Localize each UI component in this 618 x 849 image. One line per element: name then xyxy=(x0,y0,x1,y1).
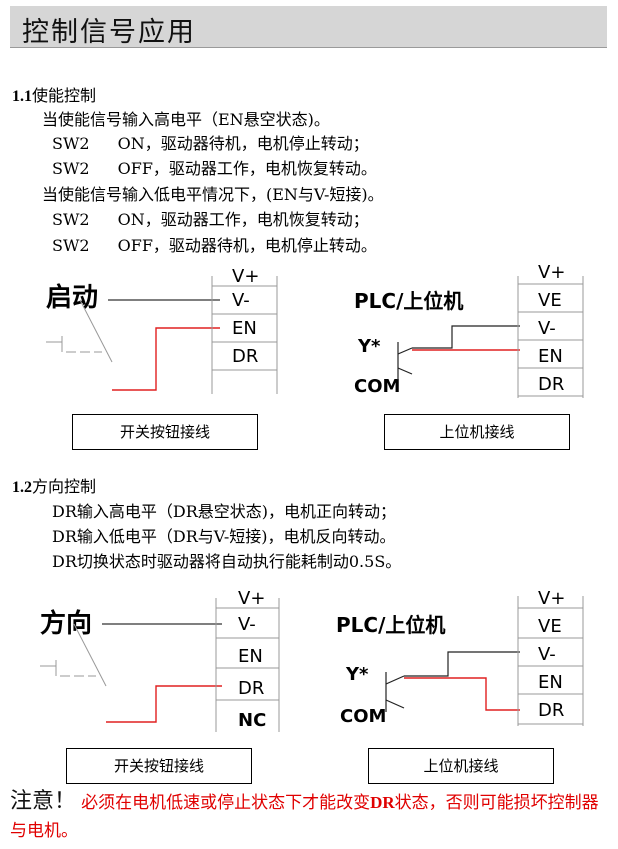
caption-plc-wiring: 上位机接线 xyxy=(384,414,570,450)
caption-switch-wiring: 开关按钮接线 xyxy=(66,748,252,784)
left-terminal-block: V+ V- EN DR xyxy=(211,266,278,394)
terminal-label: V- xyxy=(238,614,256,635)
terminal-label: V- xyxy=(232,290,250,311)
terminal-label: V- xyxy=(538,644,556,665)
y-label: Y* xyxy=(345,664,369,685)
com-label: COM xyxy=(340,706,386,727)
terminal-label: DR xyxy=(238,678,264,699)
direction-wiring-svg: 方向 V+ V- EN DR NC PLC/上位机 Y* COM xyxy=(40,588,584,732)
enable-wiring-diagram: 启动 V+ V- EN DR PLC/上位机 Y* COM xyxy=(0,262,618,402)
terminal-label: V+ xyxy=(538,262,565,283)
switch-symbol xyxy=(40,660,96,677)
section2-line: DR输入高电平（DR悬空状态)，电机正向转动； xyxy=(52,502,396,521)
warning-note: 注意！ 必须在电机低速或停止状态下才能改变DR状态，否则可能损坏控制器与电机。 xyxy=(10,788,610,845)
terminal-label: EN xyxy=(538,346,563,367)
section1-line: 当使能信号输入高电平（EN悬空状态)。 xyxy=(42,110,330,129)
title-bar: 控制信号应用 xyxy=(10,6,607,48)
wire-dr xyxy=(106,685,222,723)
switch-lever xyxy=(79,299,113,363)
caption-plc-wiring: 上位机接线 xyxy=(368,748,554,784)
section2-heading: 1.2方向控制 xyxy=(12,477,97,496)
section1-heading: 1.1使能控制 xyxy=(12,86,97,105)
note-text: 必须在电机低速或停止状态下才能改变DR状态，否则可能损坏控制器与电机。 xyxy=(10,793,599,841)
switch-label: 方向 xyxy=(40,608,92,639)
transistor-symbol xyxy=(385,672,405,712)
right-terminal-block: V+ VE V- EN DR xyxy=(517,262,584,398)
terminal-label: DR xyxy=(538,700,564,721)
switch-symbol xyxy=(46,336,102,353)
switch-lever xyxy=(73,623,107,687)
switch-label: 启动 xyxy=(46,282,98,313)
page-title: 控制信号应用 xyxy=(22,17,196,48)
terminal-label: VE xyxy=(538,290,562,311)
wire-vminus-plc xyxy=(404,651,520,677)
caption-switch-wiring: 开关按钮接线 xyxy=(72,414,258,450)
plc-label: PLC/上位机 xyxy=(336,613,445,637)
section1-line: 当使能信号输入低电平情况下，(EN与V-短接)。 xyxy=(42,185,384,204)
terminal-label: NC xyxy=(238,710,266,731)
note-head: 注意！ xyxy=(10,789,77,814)
y-label: Y* xyxy=(357,336,381,357)
section2-line: DR切换状态时驱动器将自动执行能耗制动0.5S。 xyxy=(52,552,402,571)
enable-wiring-svg: 启动 V+ V- EN DR PLC/上位机 Y* COM xyxy=(46,262,584,398)
transistor-symbol xyxy=(397,342,413,380)
terminal-label: V+ xyxy=(232,266,259,287)
terminal-label: DR xyxy=(538,374,564,395)
right-terminal-block: V+ VE V- EN DR xyxy=(517,588,584,726)
section2-line: DR输入低电平（DR与V-短接)，电机反向转动。 xyxy=(52,527,396,546)
com-label: COM xyxy=(354,376,400,397)
terminal-label: V- xyxy=(538,318,556,339)
terminal-label: VE xyxy=(538,616,562,637)
terminal-label: V+ xyxy=(238,588,265,609)
wire-en xyxy=(112,327,220,391)
terminal-label: V+ xyxy=(538,588,565,609)
wire-dr-plc xyxy=(404,677,520,711)
terminal-label: DR xyxy=(232,346,258,367)
plc-label: PLC/上位机 xyxy=(354,289,463,313)
wire-vminus-plc xyxy=(412,325,520,349)
terminal-label: EN xyxy=(238,646,263,667)
terminal-label: EN xyxy=(538,672,563,693)
direction-wiring-diagram: 方向 V+ V- EN DR NC PLC/上位机 Y* COM xyxy=(0,588,618,738)
terminal-label: EN xyxy=(232,318,257,339)
left-terminal-block: V+ V- EN DR NC xyxy=(215,588,280,732)
